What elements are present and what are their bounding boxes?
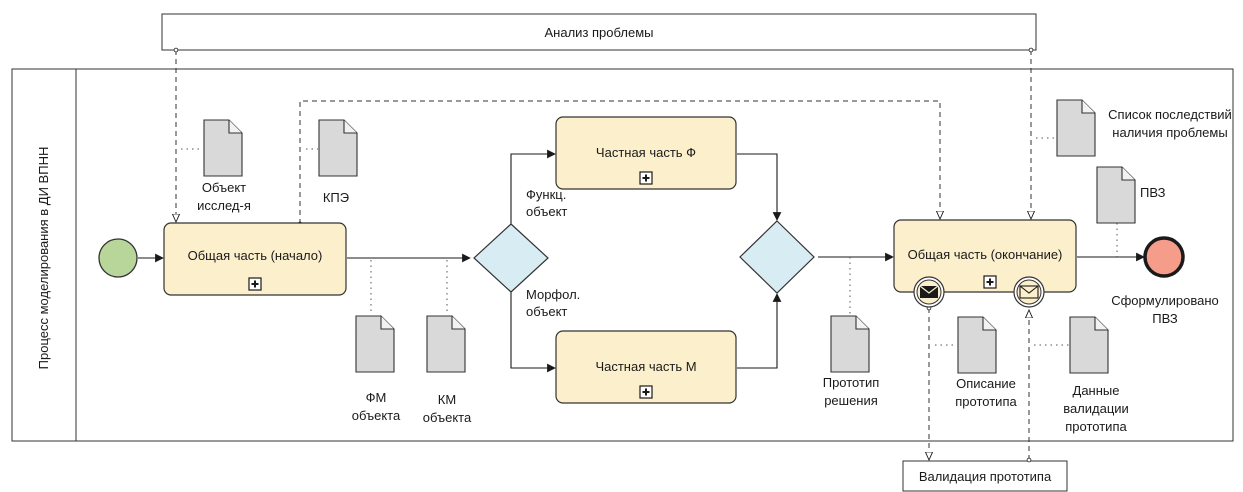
task-private-m-label: Частная часть М — [595, 359, 696, 374]
message-flows — [176, 50, 1031, 460]
pool-prototype-validation-label: Валидация прототипа — [919, 469, 1052, 484]
doc-label: объекта — [423, 410, 472, 425]
doc-label: прототипа — [1065, 419, 1127, 434]
doc-consequences-icon[interactable] — [1056, 99, 1096, 157]
pool-problem-analysis: Анализ проблемы — [161, 13, 1037, 51]
doc-label: Прототип — [823, 375, 880, 390]
doc-label: КПЭ — [323, 190, 349, 205]
end-event-label-1: Сформулировано — [1111, 293, 1219, 308]
doc-label: ПВЗ — [1140, 185, 1166, 200]
doc-label: КМ — [438, 392, 456, 407]
boundary-event-catch[interactable] — [1013, 276, 1045, 308]
doc-prototype-description-icon[interactable] — [957, 316, 997, 374]
flow-split-to-private-f — [510, 149, 556, 225]
flow-private-f-to-join — [737, 153, 782, 221]
subprocess-marker-icon — [639, 385, 653, 399]
task-general-start-label: Общая часть (начало) — [188, 248, 323, 263]
task-general-end[interactable]: Общая часть (окончание) — [893, 219, 1077, 293]
task-general-end-label: Общая часть (окончание) — [908, 247, 1063, 262]
doc-label: решения — [824, 393, 878, 408]
doc-label: прототипа — [955, 394, 1017, 409]
doc-pvz-icon[interactable] — [1096, 166, 1136, 224]
doc-fm-object-icon[interactable] — [355, 315, 395, 373]
task-private-f-label: Частная часть Ф — [596, 145, 696, 160]
gateway-func-label-1: Функц. — [526, 187, 566, 202]
pool-prototype-validation: Валидация прототипа — [902, 460, 1068, 492]
boundary-event-throw[interactable] — [913, 276, 945, 308]
gateway-join[interactable] — [739, 220, 815, 294]
doc-validation-data-icon[interactable] — [1069, 316, 1109, 374]
doc-label: Данные — [1073, 383, 1120, 398]
subprocess-marker-icon — [248, 277, 262, 291]
subprocess-marker-icon — [983, 275, 997, 289]
gateway-morph-label-1: Морфол. — [526, 287, 580, 302]
end-event[interactable] — [1143, 236, 1185, 278]
envelope-filled-icon — [919, 285, 939, 298]
doc-label: ФМ — [366, 390, 387, 405]
gateway-func-label-2: объект — [526, 204, 567, 219]
end-event-label-2: ПВЗ — [1152, 311, 1178, 326]
doc-label: объекта — [352, 408, 401, 423]
associations — [181, 137, 1118, 346]
msg-general-start-to-general-end — [300, 100, 940, 224]
envelope-outline-icon — [1019, 285, 1039, 299]
doc-label: исслед-я — [197, 198, 251, 213]
pool-problem-analysis-label: Анализ проблемы — [545, 25, 654, 40]
subprocess-marker-icon — [639, 171, 653, 185]
doc-research-object-icon[interactable] — [203, 119, 243, 177]
gateway-split[interactable] — [473, 223, 549, 293]
start-event[interactable] — [98, 238, 138, 278]
lane-label: Процесс моделирования в ДИ ВПНН — [36, 147, 51, 370]
data-objects — [203, 99, 1136, 374]
flow-split-to-private-m — [510, 291, 556, 373]
flow-private-m-to-join — [737, 293, 782, 369]
sequence-flows — [138, 149, 1145, 373]
doc-km-object-icon[interactable] — [426, 315, 466, 373]
doc-prototype-solution-icon[interactable] — [830, 315, 870, 373]
doc-label: Список последствий — [1108, 107, 1232, 122]
doc-label: Объект — [202, 180, 246, 195]
doc-kpe-icon[interactable] — [318, 119, 358, 177]
doc-label: Описание — [956, 376, 1016, 391]
gateway-morph-label-2: объект — [526, 304, 567, 319]
task-private-f[interactable]: Частная часть Ф — [555, 116, 737, 190]
task-general-start[interactable]: Общая часть (начало) — [163, 222, 347, 296]
doc-label: валидации — [1063, 401, 1129, 416]
task-private-m[interactable]: Частная часть М — [555, 330, 737, 404]
doc-label: наличия проблемы — [1112, 125, 1227, 140]
